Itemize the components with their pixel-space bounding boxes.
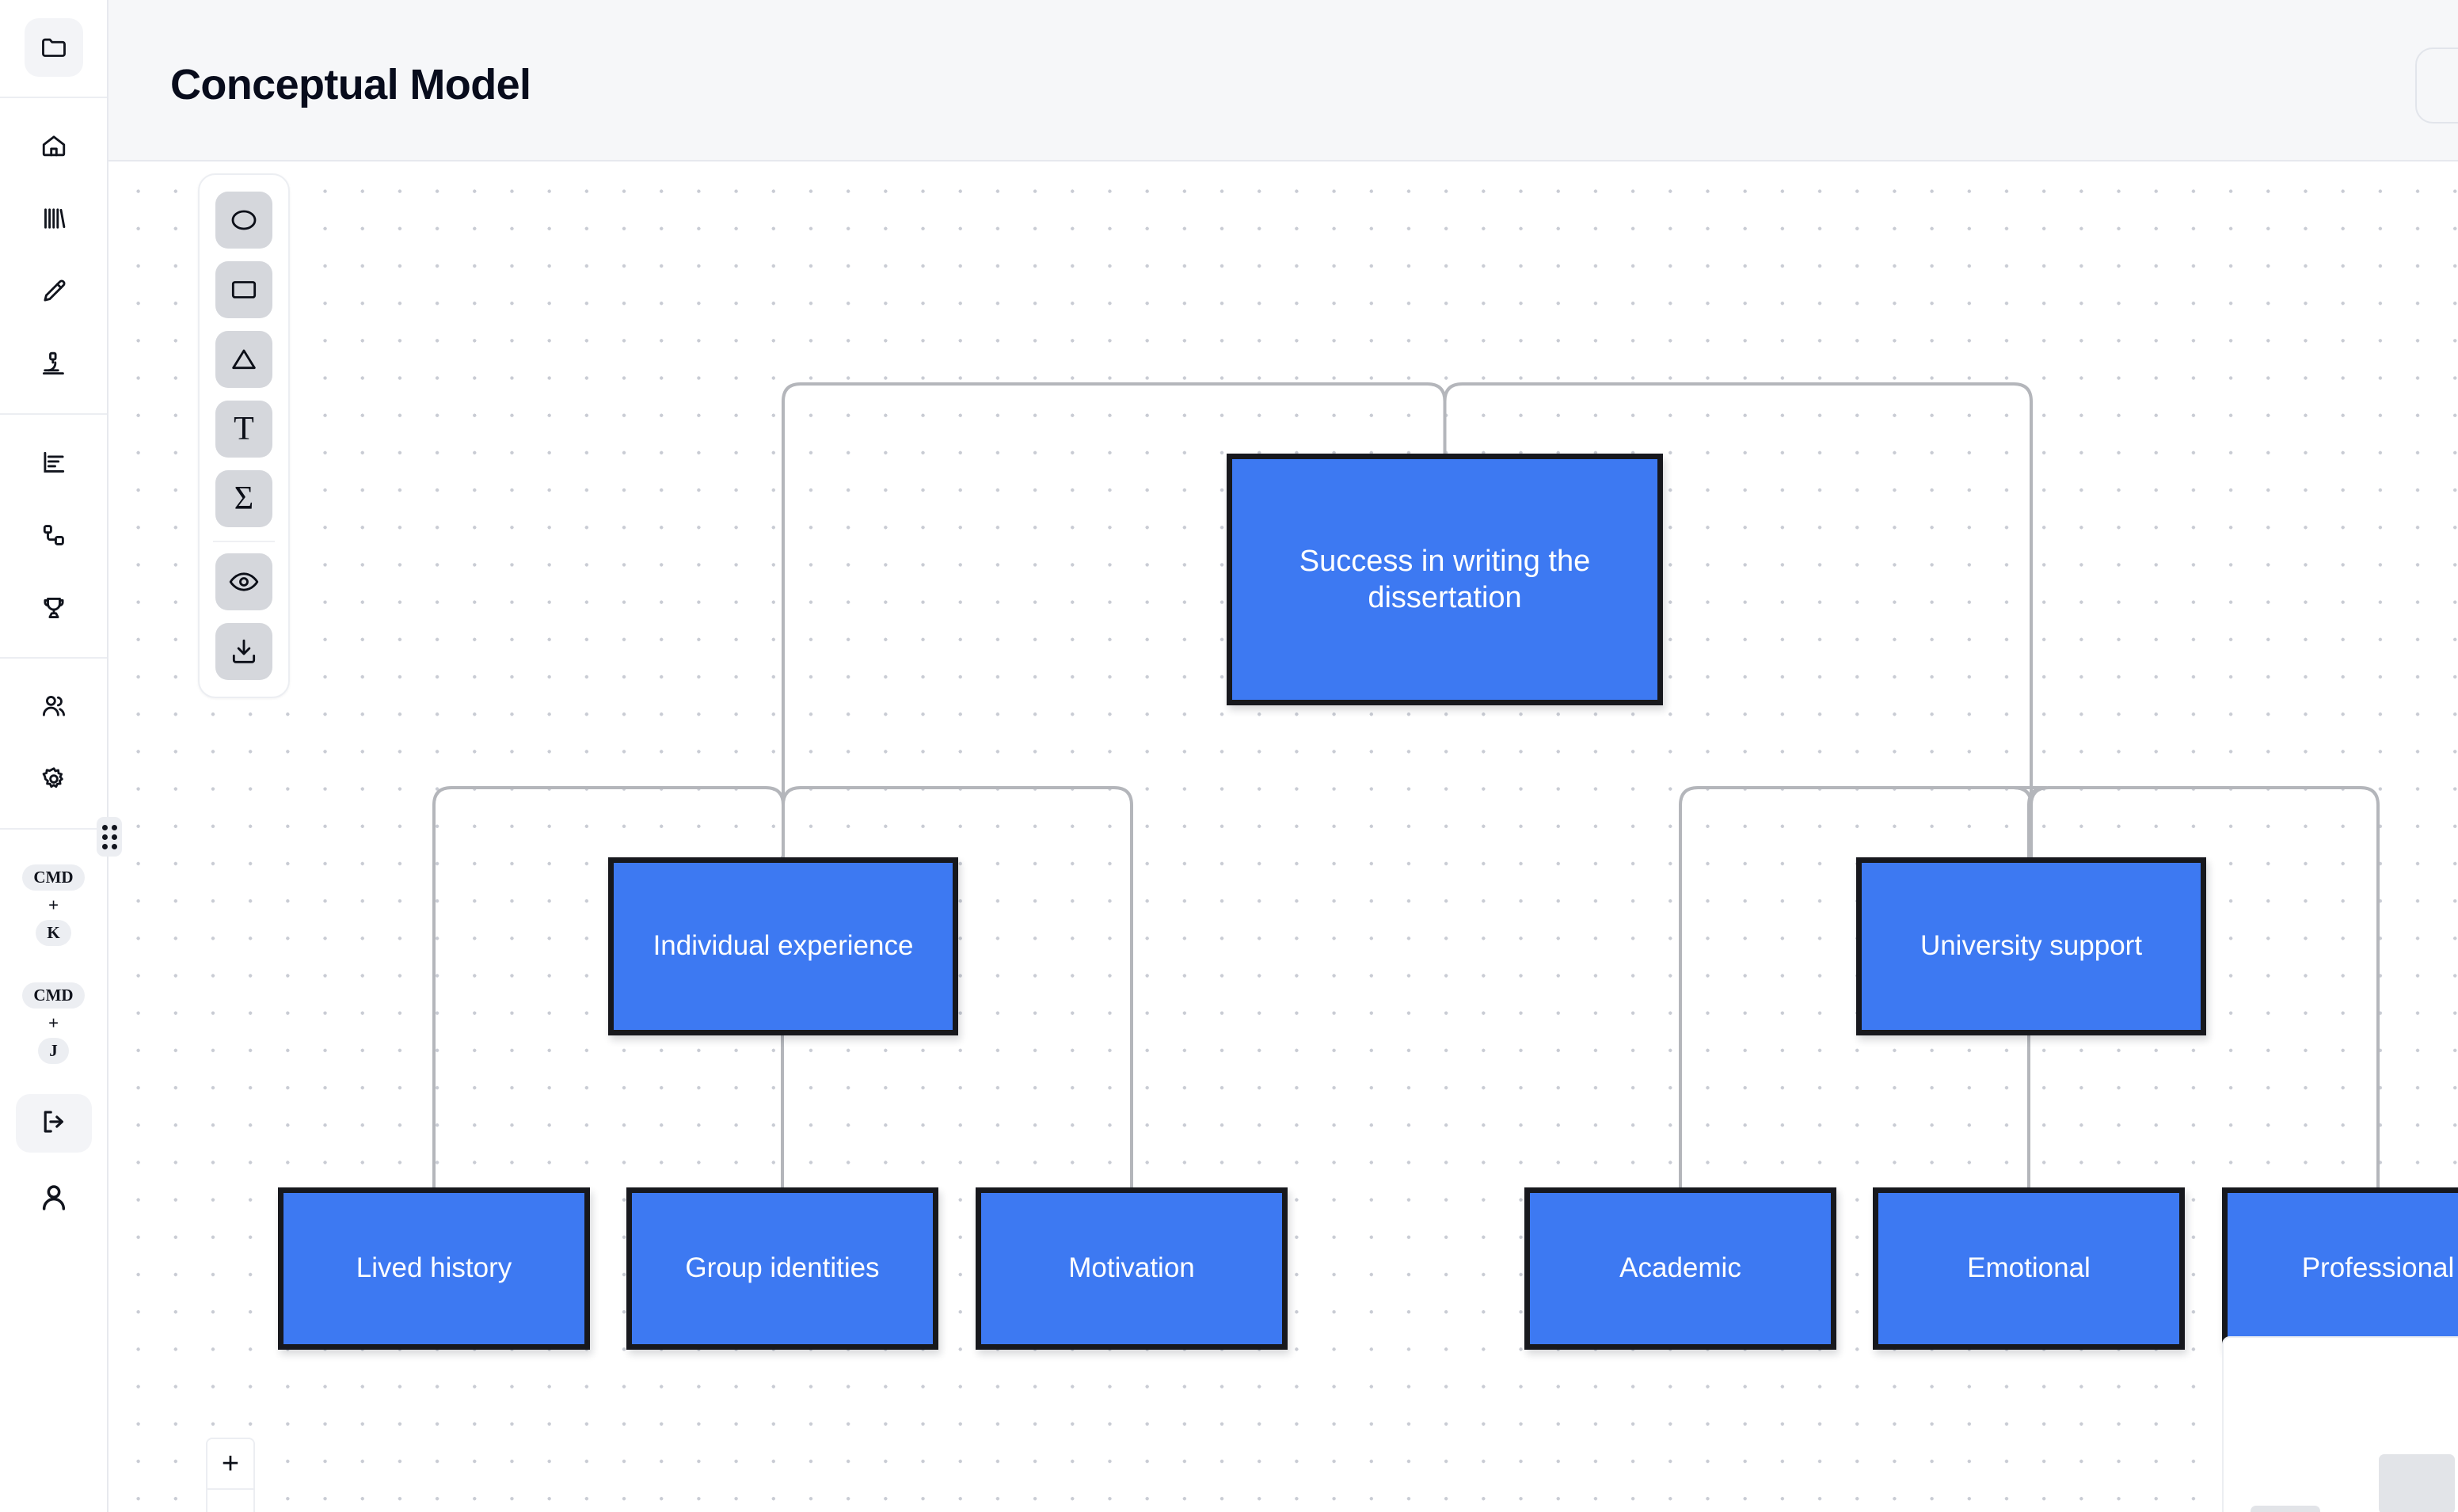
edge-professional-to-university (2030, 786, 2380, 1189)
page-header: Conceptual Model (108, 0, 2458, 161)
shortcut-modifier: CMD (22, 982, 85, 1009)
sidebar-item-projects[interactable] (24, 18, 83, 77)
header-action-button[interactable] (2415, 47, 2458, 123)
microscope-icon (40, 350, 68, 378)
sidebar-item-goals[interactable] (25, 579, 83, 637)
logout-icon (39, 1107, 69, 1141)
minimap-node (2379, 1454, 2455, 1512)
sigma-tool-glyph: Σ (234, 481, 254, 517)
zoom-out-button[interactable]: − (207, 1488, 253, 1512)
shortcut-cmd-j[interactable]: CMD + J (15, 974, 92, 1072)
edge-university-to-success (1443, 382, 2033, 859)
sidebar-item-models[interactable] (25, 506, 83, 564)
text-tool-icon[interactable]: T (215, 401, 272, 458)
left-sidebar: CMD + K CMD + J (0, 0, 108, 1512)
triangle-tool-icon[interactable] (215, 331, 272, 388)
diagram-node-group[interactable]: Group identities (626, 1187, 938, 1350)
edge-individual-to-success (782, 382, 1447, 859)
node-label: Individual experience (653, 930, 914, 962)
pencil-icon (40, 277, 68, 306)
shortcut-key: J (38, 1038, 69, 1064)
zoom-in-button[interactable]: + (207, 1439, 253, 1488)
node-label: Academic (1619, 1252, 1741, 1284)
diagram-node-university[interactable]: University support (1856, 857, 2206, 1035)
node-label: Group identities (685, 1252, 880, 1284)
sidebar-group-shortcuts: CMD + K CMD + J (0, 830, 107, 1225)
shortcut-cmd-k[interactable]: CMD + K (15, 857, 92, 954)
sidebar-item-home[interactable] (25, 116, 83, 175)
edge-emotional-to-university (2012, 786, 2048, 1189)
node-label: Professional (2301, 1252, 2455, 1284)
diagram-node-motivation[interactable]: Motivation (976, 1187, 1288, 1350)
diagram-node-professional[interactable]: Professional (2222, 1187, 2458, 1350)
shortcut-key: K (36, 920, 71, 946)
minimap-panel[interactable] (2222, 1336, 2458, 1512)
diagram-node-individual[interactable]: Individual experience (608, 857, 958, 1035)
node-label: Emotional (1967, 1252, 2091, 1284)
minimap-viewport (2224, 1365, 2458, 1512)
trophy-icon (40, 594, 68, 622)
edge-lived-to-individual (432, 786, 785, 1189)
node-label: Motivation (1068, 1252, 1195, 1284)
people-icon (40, 692, 68, 720)
sidebar-group-workspace (0, 0, 107, 98)
logout-button[interactable] (15, 1094, 92, 1153)
sidebar-resize-handle[interactable] (97, 817, 122, 857)
ellipse-tool-icon[interactable] (215, 192, 272, 249)
node-label: Success in writing the dissertation (1299, 544, 1591, 614)
diagram-node-lived[interactable]: Lived history (278, 1187, 590, 1350)
library-icon (40, 204, 68, 233)
bar-chart-icon (40, 448, 68, 477)
shortcut-plus: + (48, 895, 59, 915)
main-area: Conceptual Model Success in writing the … (108, 0, 2458, 1512)
drag-handle-icon (101, 824, 117, 849)
text-tool-glyph: T (234, 411, 254, 447)
gear-icon (40, 765, 68, 793)
avatar[interactable] (38, 1181, 70, 1213)
sidebar-item-write[interactable] (25, 262, 83, 321)
page-title: Conceptual Model (170, 61, 531, 108)
download-tool-icon[interactable] (215, 623, 272, 680)
sidebar-group-tertiary (0, 659, 107, 830)
sigma-tool-icon[interactable]: Σ (215, 470, 272, 527)
edge-layer (432, 382, 2380, 1189)
sidebar-item-reports[interactable] (25, 433, 83, 492)
sidebar-group-primary (0, 98, 107, 415)
edge-motivation-to-individual (782, 786, 1133, 1189)
diagram-node-academic[interactable]: Academic (1524, 1187, 1836, 1350)
minimap-node (2251, 1506, 2320, 1512)
eye-tool-icon[interactable] (215, 553, 272, 610)
rectangle-tool-icon[interactable] (215, 261, 272, 318)
sidebar-item-analyze[interactable] (25, 335, 83, 393)
node-label: University support (1920, 930, 2143, 962)
sidebar-item-library[interactable] (25, 189, 83, 248)
folder-icon (40, 33, 68, 62)
shape-toolbar: T Σ (198, 173, 290, 698)
home-icon (40, 131, 68, 160)
shortcut-plus: + (48, 1013, 59, 1033)
toolbar-divider (213, 541, 275, 542)
sidebar-item-team[interactable] (25, 677, 83, 735)
shortcut-modifier: CMD (22, 864, 85, 891)
diagram-node-emotional[interactable]: Emotional (1873, 1187, 2185, 1350)
sidebar-item-settings[interactable] (25, 750, 83, 808)
nodes-icon (40, 521, 68, 549)
node-label: Lived history (356, 1252, 512, 1284)
sidebar-group-secondary (0, 415, 107, 659)
zoom-controls: + − (206, 1438, 255, 1512)
diagram-node-success[interactable]: Success in writing the dissertation (1227, 454, 1663, 705)
